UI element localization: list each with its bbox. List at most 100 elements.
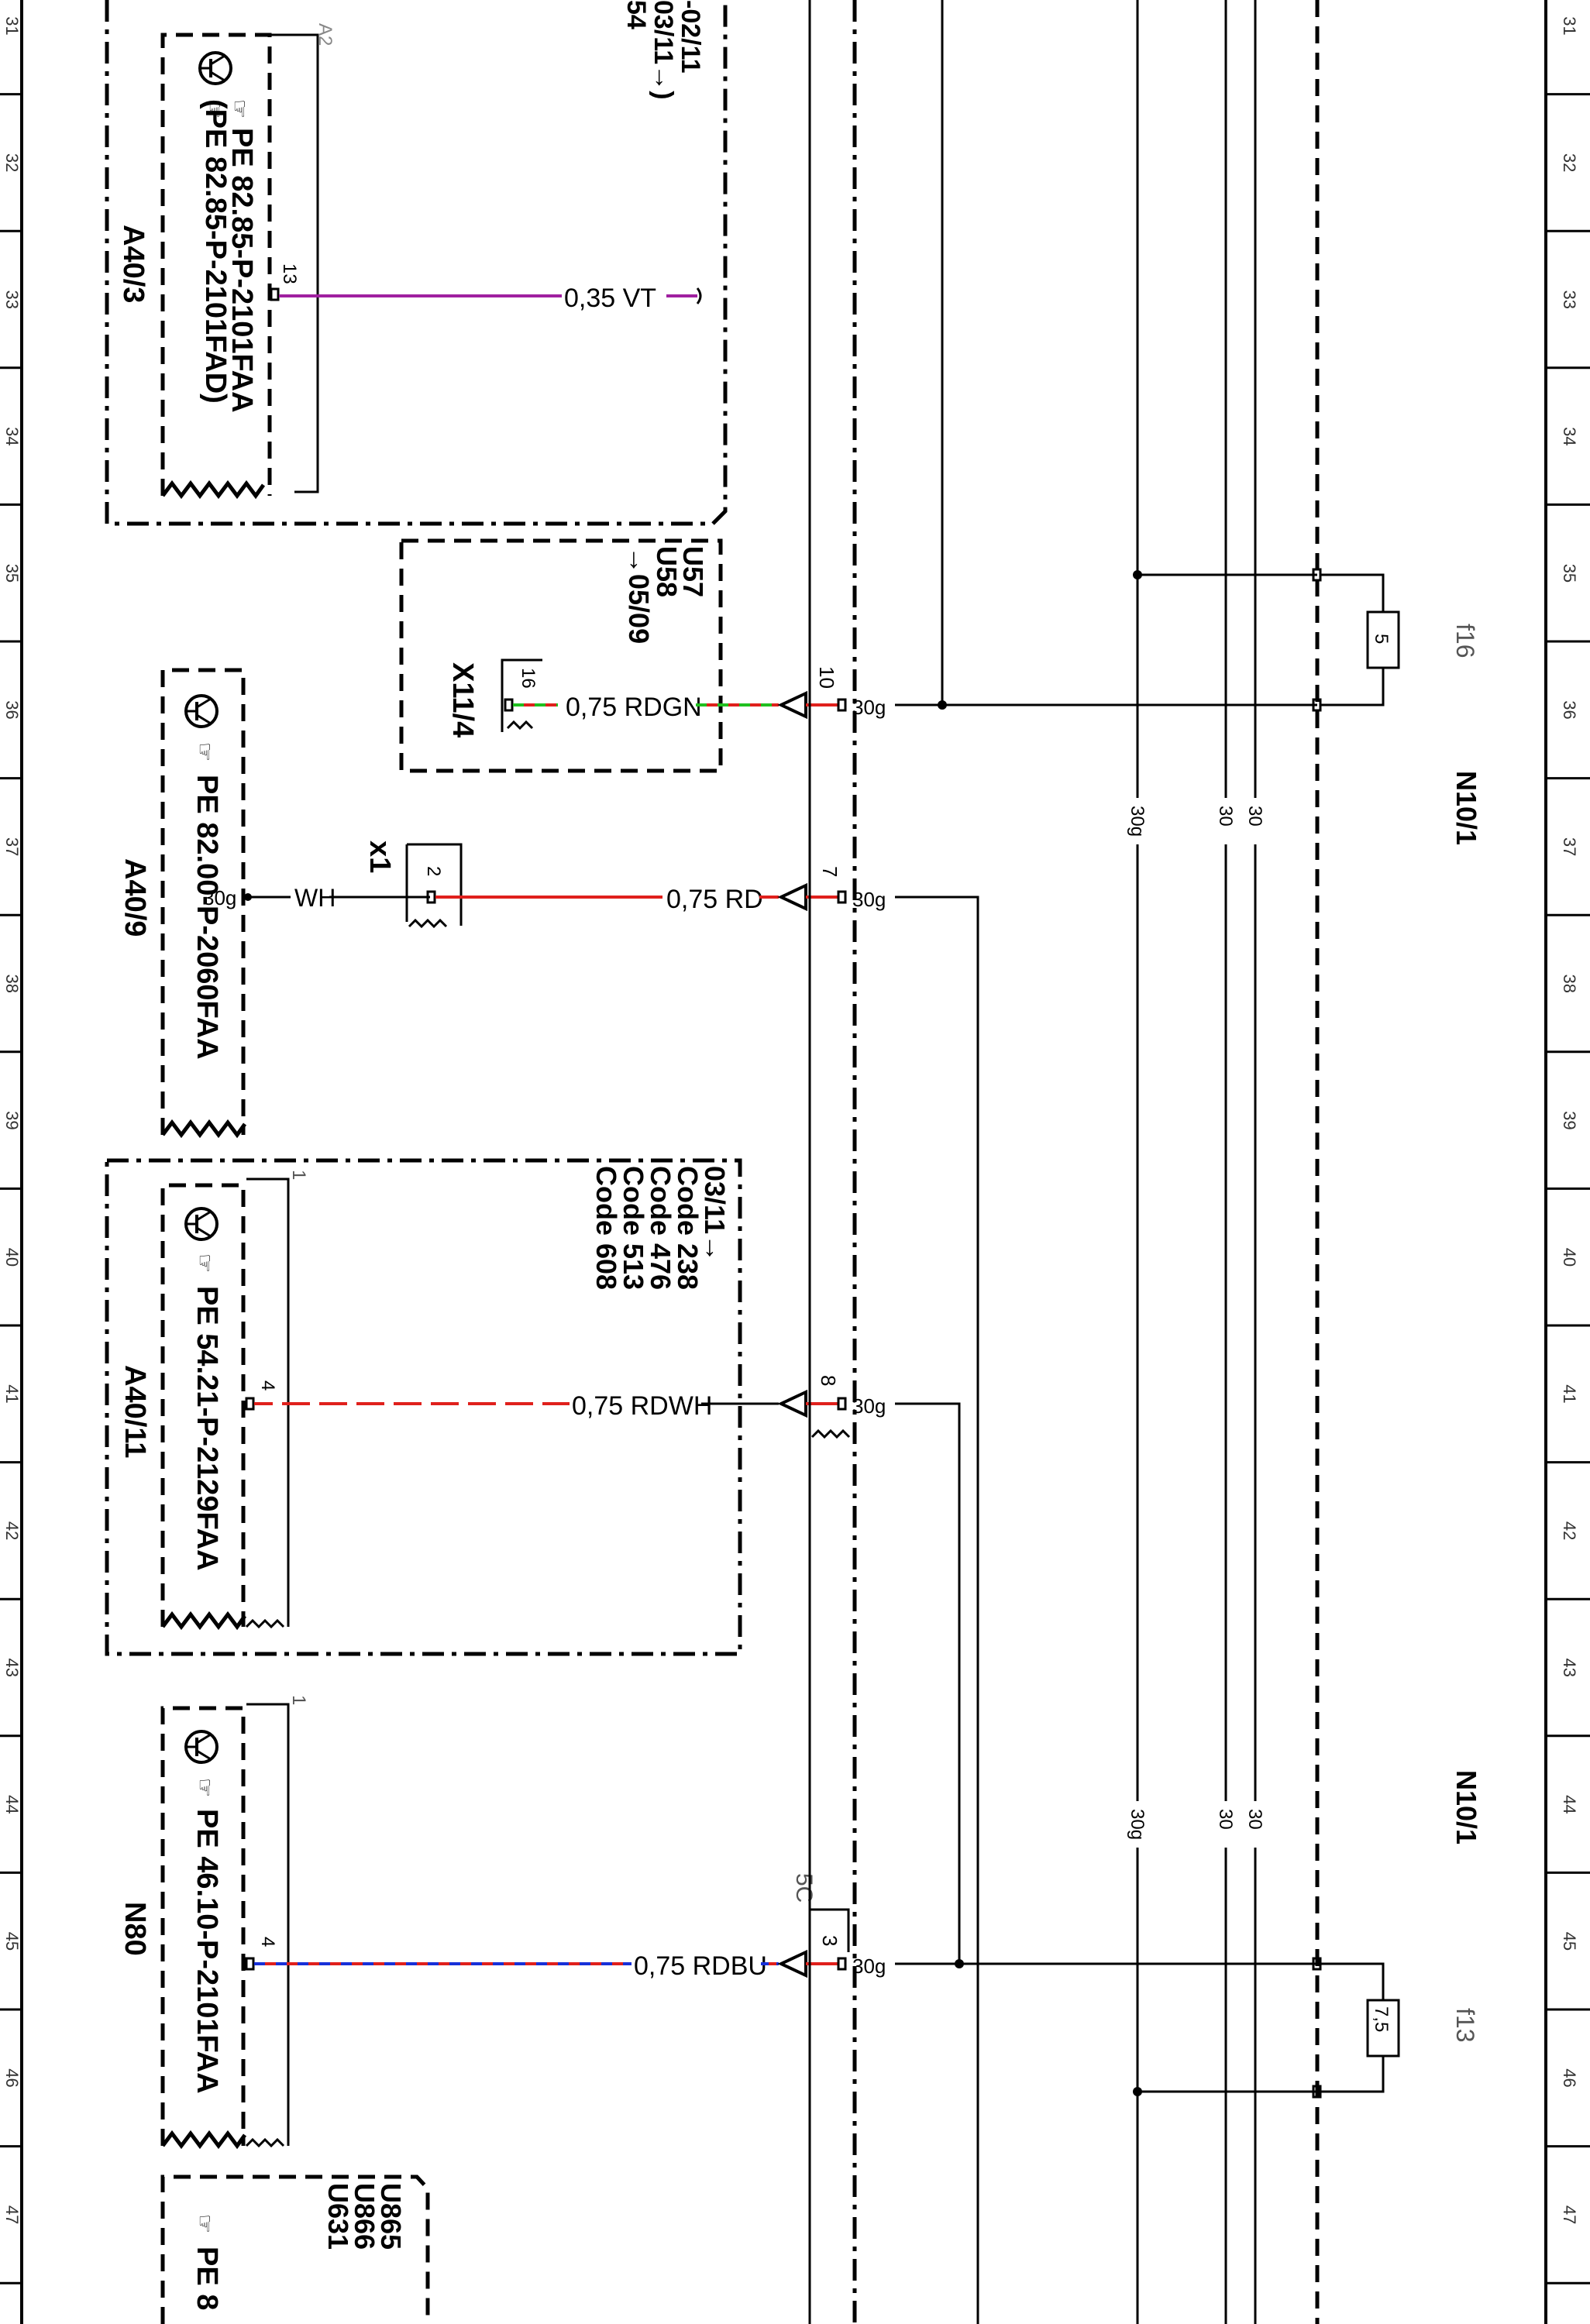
fusebox-n10-1: 5 f16 N10/1 7,5 f13 N10/1 [1133, 568, 1482, 2099]
pointing-hand-icon: ☞ [193, 1253, 217, 1273]
transistor-icon [184, 1207, 219, 1241]
a40-11-code-1: Code 238 [672, 1166, 704, 1290]
n80-ref: PE 46.10-P-2101FAA [191, 1809, 223, 2094]
row-number-left: 40 [2, 1248, 22, 1267]
a40-11-ref: PE 54.21-P-2129FAA [191, 1286, 223, 1571]
a40-11-name: A40/11 [119, 1365, 151, 1458]
a40-11-code-3: Code 513 [618, 1166, 649, 1290]
row-number-right: 33 [1560, 290, 1579, 309]
row-number-left: 32 [2, 153, 22, 172]
row-number-left: 43 [2, 1659, 22, 1677]
row-number-left: 38 [2, 975, 22, 993]
a40-11-pin-top: 1 [288, 1170, 309, 1180]
a40-11-note: 03/11→ [699, 1166, 731, 1262]
bottom-ref: PE 8 [191, 2247, 223, 2310]
row-number-right: 45 [1560, 1932, 1579, 1951]
a40-9-conn-pin: 7 [818, 866, 841, 877]
row-number-left: 46 [2, 2068, 22, 2087]
transistor-icon [198, 51, 232, 85]
row-number-left: 34 [2, 427, 22, 445]
a40-3-ref-2: (PE 82.85-P-2101FAD) [199, 99, 232, 404]
bus-label-30-b: 30 [1244, 1809, 1265, 1830]
row-number-right: 46 [1560, 2068, 1579, 2087]
fuse-f13: 7,5 f13 [1366, 1999, 1479, 2058]
a40-9-connector-pin: 2 [423, 866, 444, 876]
row-number-right: 47 [1560, 2205, 1579, 2224]
fusebox-name-bottom: N10/1 [1451, 1770, 1482, 1844]
a40-9-out-terminal: 30g [852, 888, 886, 911]
bus-label-30g: 30g [1127, 806, 1148, 837]
x11-4-conn-pin: 10 [815, 666, 838, 689]
row-number-right: 41 [1560, 1384, 1579, 1403]
x11-4-wire-label: 0,75 RDGN [566, 693, 702, 722]
a40-11-code-2: Code 476 [645, 1166, 676, 1290]
row-number-left: 47 [2, 2205, 22, 2224]
pointing-hand-icon: ☞ [228, 99, 252, 119]
fuse-f13-rating: 7,5 [1371, 2006, 1392, 2032]
module-top-note-1: -02/11 [676, 0, 705, 74]
bus-lines: 30g 30 30 30g 30 30 [808, 0, 1320, 2324]
a40-9-connector-name: x1 [363, 841, 396, 873]
row-number-left: 35 [2, 564, 22, 583]
module-a40-9: ☞ PE 82.00-P-2060FAA A40/9 30g WH x1 2 0… [119, 668, 979, 2324]
pointing-hand-icon: ☞ [193, 2214, 217, 2233]
a40-9-name: A40/9 [119, 858, 151, 937]
fuse-f16-id: f16 [1451, 624, 1479, 658]
module-top-note-3: 54 [621, 0, 651, 29]
a40-9-wire-label: 0,75 RD [666, 885, 763, 914]
a40-3-wire-label: 0,35 VT [564, 284, 656, 313]
row-number-left: 36 [2, 700, 22, 719]
row-number-right: 37 [1560, 837, 1579, 856]
n80-pin: 4 [257, 1937, 278, 1947]
row-number-right: 42 [1560, 1521, 1579, 1540]
n80-conn-group: 5C [791, 1873, 817, 1903]
row-number-left: 44 [2, 1795, 22, 1813]
a40-9-ref: PE 82.00-P-2060FAA [191, 775, 223, 1060]
a40-3-pin: 13 [279, 263, 300, 284]
x11-4-pin: 16 [518, 668, 539, 689]
module-top-partial: A2 -02/11 03/11→) 54 [105, 0, 728, 526]
row-number-left: 41 [2, 1384, 22, 1403]
a40-3-name: A40/3 [117, 225, 150, 303]
fuse-f16: 5 f16 [1366, 610, 1479, 669]
a40-9-wh-label: WH [294, 884, 336, 912]
pointing-hand-icon: ☞ [203, 99, 227, 119]
row-number-left: 42 [2, 1521, 22, 1540]
x11-4-variant-1: U57 [677, 546, 709, 597]
fusebox-name-top: N10/1 [1451, 771, 1482, 845]
row-number-left: 31 [2, 16, 22, 35]
fuse-f16-rating: 5 [1371, 634, 1392, 644]
n80-conn-pin: 3 [818, 1935, 841, 1946]
row-number-right: 38 [1560, 975, 1579, 993]
a40-9-terminal: 30g [203, 886, 236, 909]
a40-11-pin: 4 [257, 1380, 278, 1391]
transistor-icon [184, 1730, 219, 1764]
module-n80: 1 ☞ PE 46.10-P-2101FAA N80 4 0,75 RDBU 5… [119, 1695, 1317, 2150]
module-top-label: A2 [315, 23, 336, 46]
x11-4-name: X11/4 [446, 662, 479, 737]
row-number-right: 40 [1560, 1248, 1579, 1267]
row-number-right: 36 [1560, 700, 1579, 719]
a40-3-ref-1: PE 82.85-P-2101FAA [225, 128, 258, 413]
n80-wire-label: 0,75 RDBU [634, 1951, 767, 1981]
bus-label-30-a: 30 [1215, 1809, 1236, 1830]
row-number-right: 43 [1560, 1659, 1579, 1677]
x11-4-variant-2: U58 [651, 546, 683, 597]
n80-pin-top: 1 [288, 1695, 309, 1705]
row-number-right: 44 [1560, 1795, 1579, 1813]
bottom-variant-1: U865 [375, 2183, 407, 2250]
row-number-left: 45 [2, 1932, 22, 1951]
module-bottom-partial: U865 U866 U631 ☞ PE 8 [160, 2174, 430, 2324]
row-number-right: 34 [1560, 427, 1579, 445]
x11-4-terminal: 30g [852, 696, 886, 719]
a40-11-code-4: Code 608 [590, 1166, 622, 1290]
module-a40-11: 1 ☞ PE 54.21-P-2129FAA A40/11 03/11→ Cod… [105, 1158, 961, 1964]
bus-label-30-a: 30 [1215, 806, 1236, 827]
module-top-note-2: 03/11→) [649, 0, 678, 100]
n80-name: N80 [119, 1902, 151, 1956]
row-number-left: 33 [2, 290, 22, 309]
